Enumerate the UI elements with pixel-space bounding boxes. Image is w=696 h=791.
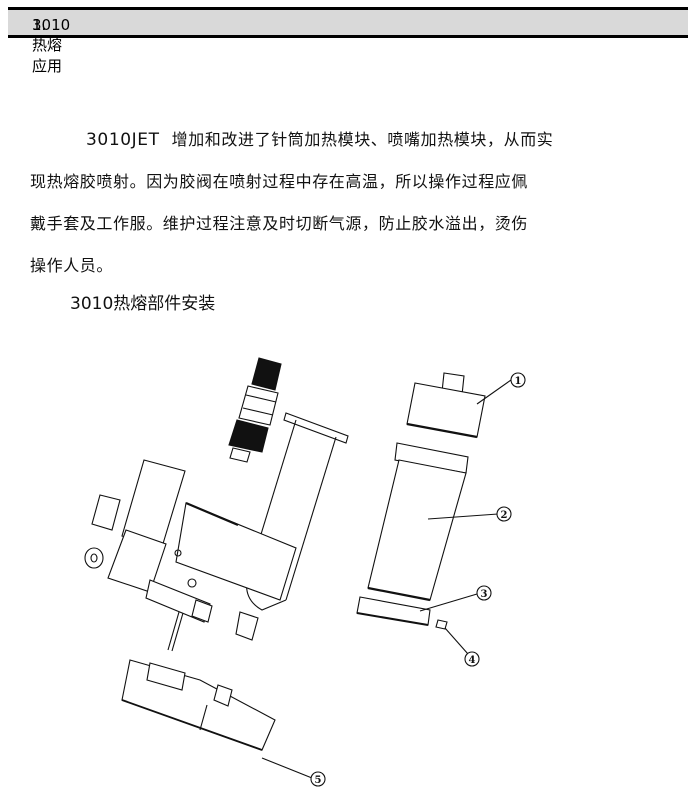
part-1-cap — [406, 372, 526, 439]
intro-text: 现热熔胶喷射。因为胶阀在喷射过程中存在高温，所以操作过程应佩 — [30, 172, 529, 191]
knob-assembly — [228, 357, 282, 463]
intro-line-4: 操作人员。 — [30, 252, 670, 276]
callout-4: 4 — [469, 655, 476, 666]
intro-text: 增加和改进了针筒加热模块、喷嘴加热模块，从而实 — [171, 130, 554, 149]
subheading: 3010热熔部件安装 — [70, 294, 216, 314]
callout-1: 1 — [515, 376, 522, 387]
valve-body — [84, 459, 297, 652]
product-name: 3010JET — [86, 130, 160, 150]
assembly-figure: 1 2 3 4 5 — [60, 330, 660, 787]
part-2-sleeve — [367, 442, 512, 602]
section-title: 1. 3010热熔应用 — [20, 13, 70, 75]
intro-line-3: 戴手套及工作服。维护过程注意及时切断气源，防止胶水溢出，烫伤 — [30, 210, 670, 234]
part-3-ring — [356, 585, 492, 626]
part-5-base — [121, 659, 326, 787]
intro-text: 操作人员。 — [30, 256, 114, 275]
part-4-screw — [435, 619, 480, 667]
section-number: 1. — [32, 16, 47, 34]
exploded-assembly-drawing: 1 2 3 4 5 — [84, 357, 526, 787]
intro-line-1: 3010JET 增加和改进了针筒加热模块、喷嘴加热模块，从而实 — [30, 126, 670, 150]
section-title-text: 3010热熔应用 — [32, 16, 71, 75]
callout-5: 5 — [315, 775, 322, 786]
callout-3: 3 — [481, 589, 488, 600]
section-header: 1. 3010热熔应用 — [8, 7, 688, 75]
intro-line-2: 现热熔胶喷射。因为胶阀在喷射过程中存在高温，所以操作过程应佩 — [30, 168, 670, 192]
callout-2: 2 — [501, 510, 508, 521]
intro-text: 戴手套及工作服。维护过程注意及时切断气源，防止胶水溢出，烫伤 — [30, 214, 529, 233]
